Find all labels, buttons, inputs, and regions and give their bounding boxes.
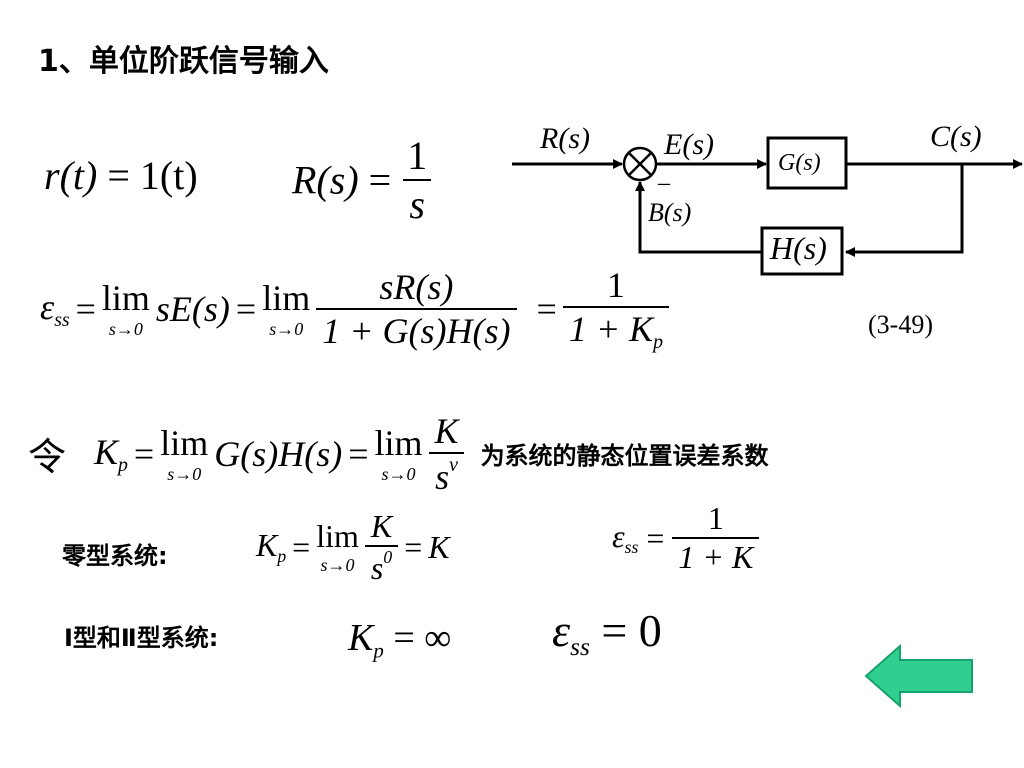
- ess-lim2-sub: s→0: [269, 318, 304, 339]
- eq-type12-kp: Kp = ∞: [348, 616, 451, 663]
- ess-lim2-text: lim: [262, 277, 311, 318]
- type12-eq: =: [393, 617, 415, 659]
- back-arrow-icon[interactable]: [864, 644, 976, 708]
- ess-frac2-num: 1: [606, 265, 625, 305]
- eq-r-time: r(t) = 1(t): [44, 152, 198, 199]
- type0-frac-num: K: [370, 508, 393, 544]
- summing-junction-icon: [622, 146, 658, 182]
- kp-lim2-text: lim: [374, 422, 423, 463]
- ess-eq3: =: [536, 288, 557, 329]
- ess-fraction2: 1 1 + Kp: [562, 264, 670, 354]
- feedback-path-right: [845, 164, 964, 257]
- type0-ess-num: 1: [707, 500, 724, 536]
- type0-label: 零型系统:: [62, 542, 168, 570]
- type0-ess-symbol: ε: [612, 517, 625, 554]
- kp-term: G(s)H(s): [214, 433, 343, 474]
- eq-R-lhs: R(s): [292, 157, 359, 203]
- type12-rhs: ∞: [424, 617, 452, 659]
- kp-prefix: 令: [28, 435, 67, 480]
- type0-ess-sub: ss: [624, 537, 639, 558]
- kp-eq1: =: [133, 433, 155, 474]
- type0-frac-den-sup: 0: [383, 547, 393, 567]
- type0-kp-sub: p: [277, 546, 287, 567]
- label-forward: G(s): [778, 150, 821, 176]
- label-output: C(s): [930, 120, 982, 153]
- type0-lim-text: lim: [316, 518, 359, 555]
- ess-term: sE(s): [155, 288, 230, 329]
- ess-frac1-num: sR(s): [379, 266, 454, 307]
- ess-fraction1: sR(s) 1 + G(s)H(s): [316, 266, 517, 352]
- equation-number: (3-49): [868, 310, 933, 339]
- kp-symbol: K: [94, 431, 119, 472]
- ess-lim1-sub: s→0: [108, 318, 143, 339]
- eq-type0-ess: εss = 1 1 + K: [612, 500, 760, 576]
- type0-ess-den: 1 + K: [672, 537, 760, 576]
- kp-frac-num: K: [434, 411, 459, 451]
- kp-description: 为系统的静态位置误差系数: [480, 442, 769, 471]
- type0-eq2: =: [404, 528, 423, 565]
- type0-eq1: =: [292, 528, 311, 565]
- kp-lim1-text: lim: [160, 422, 209, 463]
- type12-label: Ⅰ型和Ⅱ型系统:: [64, 624, 219, 652]
- feedback-path-left: [635, 181, 762, 254]
- label-feedback-signal: B(s): [648, 198, 692, 227]
- eq-R-num: 1: [407, 133, 428, 178]
- type0-fraction: K s0: [364, 508, 399, 587]
- label-error: E(s): [664, 128, 714, 161]
- kp-eq2: =: [348, 433, 369, 474]
- type12-ess-rhs: 0: [638, 605, 662, 656]
- eq-R-den: s: [403, 179, 431, 228]
- type12-ess-eq: =: [601, 605, 628, 656]
- kp-lim2-sub: s→0: [381, 463, 416, 484]
- ess-frac1-den: 1 + G(s)H(s): [316, 307, 517, 352]
- type12-ess-sub: ss: [570, 632, 590, 661]
- eq-type12-ess: εss = 0: [552, 604, 662, 662]
- label-feedback-block: H(s): [770, 230, 827, 266]
- kp-frac-den-sup: ν: [449, 454, 458, 476]
- type0-ess-eq: =: [646, 519, 665, 556]
- type0-frac-den: s: [370, 549, 384, 586]
- eq-r-lhs: r(t): [44, 153, 98, 198]
- ess-frac2-den-sub: p: [653, 330, 664, 353]
- eq-R-equals: =: [368, 157, 392, 203]
- type0-lim-sub: s→0: [320, 555, 355, 576]
- ess-lim1-text: lim: [101, 277, 150, 318]
- kp-fraction: K sν: [429, 410, 465, 498]
- eq-r-equals: =: [107, 153, 130, 198]
- kp-lim1-sub: s→0: [167, 463, 202, 484]
- type12-kp-sub: p: [373, 638, 384, 663]
- eq-R-laplace: R(s) = 1 s: [292, 132, 433, 228]
- type0-kp-symbol: K: [256, 527, 278, 564]
- eq-r-rhs: 1(t): [139, 153, 198, 198]
- kp-frac-den: s: [435, 456, 450, 497]
- forward-block: [766, 136, 848, 190]
- slide-title: 1、单位阶跃信号输入: [38, 44, 329, 79]
- type12-kp-symbol: K: [348, 617, 374, 659]
- ess-sub: ss: [54, 308, 70, 331]
- label-minus: _: [658, 162, 670, 188]
- block-diagram: [512, 136, 1023, 276]
- kp-sub: p: [118, 453, 128, 476]
- ess-symbol: ε: [40, 287, 55, 327]
- ess-eq1: =: [75, 288, 96, 329]
- label-input: R(s): [540, 122, 590, 155]
- ess-frac2-den: 1 + K: [568, 309, 654, 349]
- type12-ess-symbol: ε: [552, 605, 571, 656]
- ess-eq2: =: [235, 288, 257, 329]
- type0-ess-fraction: 1 1 + K: [672, 500, 760, 576]
- type0-rhs: K: [428, 528, 450, 565]
- eq-R-fraction: 1 s: [401, 132, 433, 228]
